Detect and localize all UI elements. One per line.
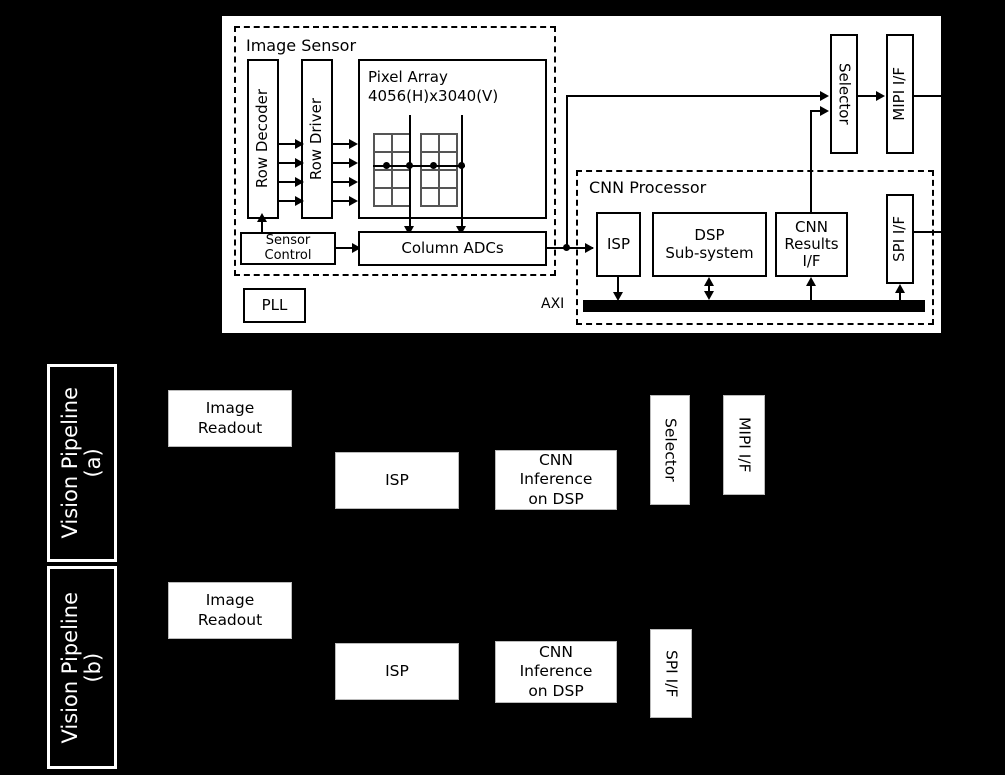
- isp-input-arrow: [585, 243, 594, 253]
- pipeline-b-stage-cnn-inference: CNN Inference on DSP: [495, 641, 617, 703]
- mipi-output-wire: [914, 95, 1005, 97]
- pixel-column-line: [409, 115, 411, 227]
- mipi-if-label: MIPI I/F: [890, 67, 909, 121]
- selector-block: Selector: [830, 34, 858, 154]
- pipeline-a-label-box: Vision Pipeline (a): [47, 364, 117, 562]
- row-driver-label: Row Driver: [307, 97, 326, 181]
- pll-block: PLL: [243, 288, 306, 323]
- selector-input-arrow-2: [820, 106, 829, 116]
- pipeline-b-stage-spi-if: SPI I/F: [650, 629, 692, 718]
- dsp-subsystem-label: DSP Sub-system: [665, 226, 754, 262]
- pixel-array-title-line2: 4056(H)x3040(V): [368, 86, 499, 105]
- axi-bus-label: AXI: [541, 296, 565, 312]
- pipeline-a-stage-mipi-if: MIPI I/F: [723, 395, 765, 495]
- spi-output-wire: [914, 231, 1005, 233]
- pipeline-b-label: Vision Pipeline (b): [57, 591, 105, 744]
- cnn-results-to-selector-wire: [810, 110, 812, 213]
- pixel-node-dot: [430, 162, 437, 169]
- pixel-array-title-line1: Pixel Array: [368, 68, 448, 86]
- selector-label: Selector: [835, 63, 854, 125]
- row-decoder-label: Row Decoder: [253, 89, 272, 189]
- column-adcs-block: Column ADCs: [358, 231, 547, 266]
- pixel-node-dot: [383, 162, 390, 169]
- cnn-results-if-label: CNN Results I/F: [784, 217, 839, 271]
- sensor-control-block: Sensor Control: [240, 232, 336, 265]
- pixel-row-line: [373, 165, 465, 167]
- architecture-panel: [222, 16, 941, 333]
- column-line-arrow: [456, 226, 466, 235]
- pipeline-b-stage-isp: ISP: [335, 643, 459, 700]
- spi-if-block: SPI I/F: [886, 194, 914, 284]
- sensor-to-selector-hwire: [566, 95, 820, 97]
- selector-input-arrow-1: [820, 91, 829, 101]
- cnn-results-if-block: CNN Results I/F: [775, 212, 848, 277]
- mipi-if-block: MIPI I/F: [886, 34, 914, 154]
- cnn-processor-group: [576, 170, 934, 325]
- sensor-to-selector-vwire: [566, 95, 568, 248]
- pipeline-a-isp-label: ISP: [385, 470, 409, 489]
- pixel-subarray-right: [420, 133, 458, 207]
- image-sensor-group-label: Image Sensor: [246, 36, 357, 55]
- column-line-arrow: [404, 226, 414, 235]
- pipeline-a-selector-label: Selector: [661, 418, 680, 482]
- pipeline-b-image-readout-label: Image Readout: [197, 591, 263, 629]
- pipeline-a-label: Vision Pipeline (a): [57, 387, 105, 539]
- pipeline-a-stage-isp: ISP: [335, 452, 459, 509]
- pixel-column-line: [461, 115, 463, 227]
- pipeline-a-cnn-inference-label: CNN Inference on DSP: [519, 450, 593, 508]
- pipeline-a-image-readout-label: Image Readout: [197, 399, 263, 437]
- row-decoder-block: Row Decoder: [247, 59, 279, 219]
- axi-bus: [583, 300, 925, 312]
- pixel-array-title: Pixel Array 4056(H)x3040(V): [368, 68, 498, 106]
- pipeline-b-isp-label: ISP: [385, 661, 409, 680]
- column-adcs-label: Column ADCs: [401, 238, 504, 257]
- dsp-subsystem-block: DSP Sub-system: [652, 212, 767, 277]
- pipeline-b-label-box: Vision Pipeline (b): [47, 566, 117, 769]
- pipeline-a-stage-selector: Selector: [650, 395, 690, 505]
- image-sensor-group: [234, 26, 556, 276]
- pipeline-b-cnn-inference-label: CNN Inference on DSP: [519, 642, 593, 700]
- isp-label: ISP: [607, 234, 630, 253]
- adc-output-wire: [547, 247, 593, 249]
- pipeline-a-stage-cnn-inference: CNN Inference on DSP: [495, 450, 617, 510]
- pll-label: PLL: [261, 295, 288, 314]
- pipeline-a-stage-image-readout: Image Readout: [168, 390, 292, 447]
- row-driver-block: Row Driver: [301, 59, 333, 219]
- sensor-control-label: Sensor Control: [264, 232, 312, 263]
- pixel-subarray-left: [373, 133, 411, 207]
- pipeline-b-spi-if-label: SPI I/F: [662, 649, 681, 698]
- cnn-processor-group-label: CNN Processor: [589, 178, 707, 197]
- pipeline-b-stage-image-readout: Image Readout: [168, 582, 292, 639]
- cnn-results-to-selector-hwire: [810, 110, 820, 112]
- pixel-array-block: [358, 59, 547, 219]
- pipeline-a-mipi-if-label: MIPI I/F: [735, 417, 754, 473]
- isp-block: ISP: [596, 212, 641, 277]
- spi-if-label: SPI I/F: [890, 216, 909, 262]
